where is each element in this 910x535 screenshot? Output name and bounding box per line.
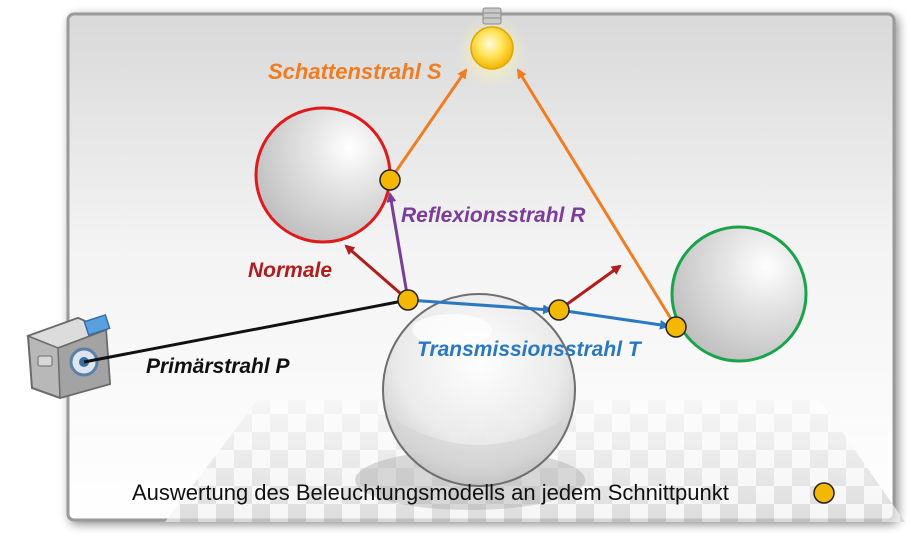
primary-ray-label: Primärstrahl P <box>146 355 291 378</box>
transmission-ray-outside <box>558 308 670 330</box>
normal-label: Normale <box>248 259 332 282</box>
primary-ray <box>83 298 409 364</box>
shadow-ray-from-green-sphere <box>516 68 678 328</box>
reflection-ray <box>386 192 410 301</box>
transmission-ray-label: Transmissionsstrahl T <box>417 338 643 361</box>
intersection-points <box>379 169 687 338</box>
normal-arrow-second-hit <box>558 264 622 312</box>
caption-text: Auswertung des Beleuchtungsmodells an je… <box>132 480 729 505</box>
intersection-point-icon <box>813 482 835 504</box>
intersection-point-icon <box>379 169 401 191</box>
reflective-sphere-red <box>254 106 392 244</box>
intersection-point-icon <box>397 289 419 311</box>
shadow-ray-from-red-sphere <box>388 68 468 181</box>
intersection-point-icon <box>665 316 687 338</box>
reflective-sphere-green <box>670 225 808 363</box>
camera-icon <box>25 313 112 400</box>
reflection-ray-label: Reflexionsstrahl R <box>401 204 586 227</box>
transmission-ray-inside <box>407 298 553 315</box>
shadow-ray-label: Schattenstrahl S <box>268 59 442 84</box>
intersection-point-icon <box>548 299 570 321</box>
glass-sphere <box>382 293 576 487</box>
normal-arrow-first-hit <box>344 244 409 302</box>
rays <box>83 68 678 364</box>
light-bulb-icon <box>456 7 528 88</box>
